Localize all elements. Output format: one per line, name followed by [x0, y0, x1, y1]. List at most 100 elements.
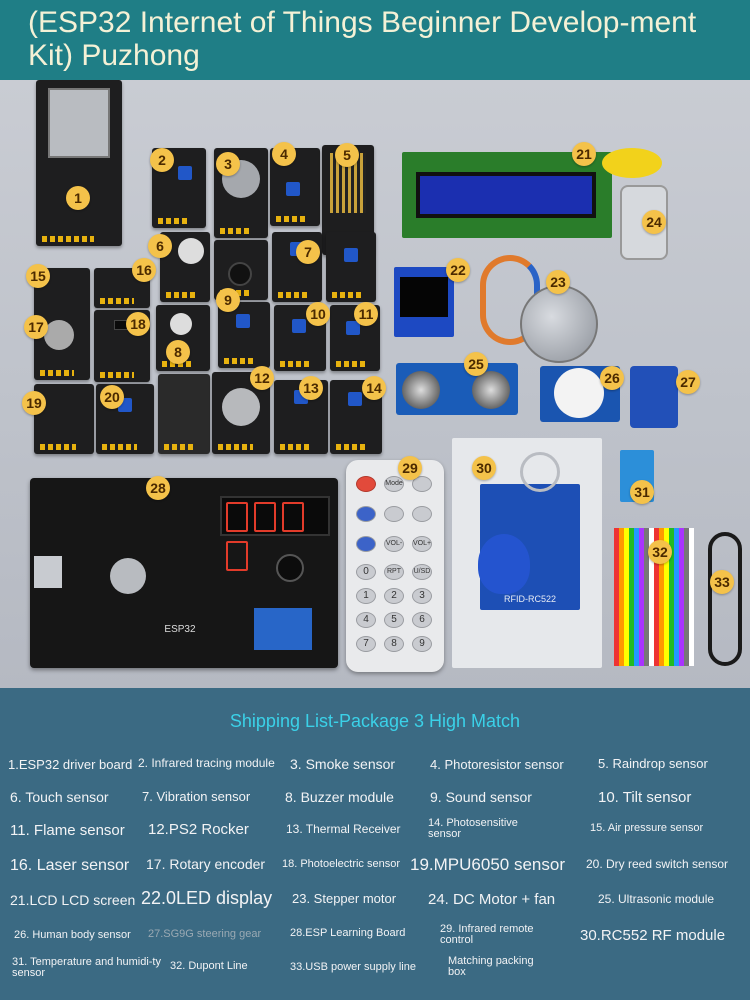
remote-button: VOL-	[384, 536, 404, 552]
list-item: 14. Photosensitive sensor	[428, 817, 518, 840]
module-number-badge: 5	[335, 143, 359, 167]
list-item: 13. Thermal Receiver	[286, 822, 401, 836]
sd-slot	[34, 556, 62, 588]
list-item: 21.LCD LCD screen	[10, 892, 136, 908]
module-number-badge: 25	[464, 352, 488, 376]
module-number-badge: 26	[600, 366, 624, 390]
module-number-badge: 10	[306, 302, 330, 326]
remote-button: 7	[356, 636, 376, 652]
list-item: 4. Photoresistor sensor	[430, 757, 564, 772]
list-item: 24. DC Motor + fan	[428, 891, 556, 908]
module-number-badge: 28	[146, 476, 170, 500]
list-item: 22.0LED display	[141, 888, 273, 908]
shipping-list-title: Shipping List-Package 3 High Match	[229, 711, 521, 731]
oled-screen	[400, 277, 448, 317]
fan-blade	[602, 148, 662, 178]
module-number-badge: 15	[26, 264, 50, 288]
esp32-board	[36, 80, 122, 246]
list-item: 31. Temperature and humidi-ty sensor	[12, 956, 161, 979]
power-icon	[356, 476, 376, 492]
module-number-badge: 29	[398, 456, 422, 480]
remote-button: 3	[412, 588, 432, 604]
list-item: 11. Flame sensor	[10, 822, 125, 839]
eq-icon	[356, 536, 376, 552]
remote-button: 6	[412, 612, 432, 628]
list-item: 10. Tilt sensor	[598, 789, 692, 806]
list-item: 1.ESP32 driver board	[8, 757, 133, 772]
buzzer-icon	[276, 554, 304, 582]
module-number-badge: 9	[216, 288, 240, 312]
module-number-badge: 8	[166, 340, 190, 364]
lcd-module	[402, 152, 612, 238]
list-item: 19.MPU6050 sensor	[410, 855, 565, 874]
list-item: 8. Buzzer module	[285, 789, 394, 805]
coin-battery	[110, 558, 146, 594]
sensor-board	[218, 302, 270, 368]
module-number-badge: 7	[296, 240, 320, 264]
play-icon	[356, 506, 376, 522]
module-number-badge: 6	[148, 234, 172, 258]
list-item: 25. Ultrasonic module	[598, 892, 715, 906]
seven-segment-display	[220, 496, 330, 571]
list-item: 27.SG9G steering gear	[148, 928, 262, 940]
module-number-badge: 31	[630, 480, 654, 504]
module-number-badge: 27	[676, 370, 700, 394]
next-icon	[412, 506, 432, 522]
list-item: 23. Stepper motor	[292, 891, 397, 906]
list-item: 20. Dry reed switch sensor	[586, 857, 729, 871]
module-number-badge: 12	[250, 366, 274, 390]
module-number-badge: 21	[572, 142, 596, 166]
list-item: 2. Infrared tracing module	[138, 756, 275, 770]
module-number-badge: 11	[354, 302, 378, 326]
module-number-badge: 30	[472, 456, 496, 480]
relay-module	[254, 608, 312, 650]
module-number-badge: 24	[642, 210, 666, 234]
module-number-badge: 32	[648, 540, 672, 564]
list-item: Matching packing box	[448, 955, 534, 978]
list-item: 26. Human body sensor	[14, 929, 131, 941]
rfid-tag-icon	[478, 534, 530, 594]
board-label: ESP32	[164, 624, 196, 635]
servo-motor	[630, 366, 678, 428]
header-banner: (ESP32 Internet of Things Beginner Devel…	[0, 0, 750, 80]
remote-button: 8	[384, 636, 404, 652]
module-number-badge: 14	[362, 376, 386, 400]
ir-remote: Mode VOL- VOL+ 0 RPT U/SD 1 2 3 4 5 6 7 …	[346, 460, 444, 672]
module-number-badge: 17	[24, 315, 48, 339]
list-item: 9. Sound sensor	[430, 789, 532, 805]
list-item: 3. Smoke sensor	[290, 756, 396, 772]
list-item: 7. Vibration sensor	[142, 789, 251, 804]
lcd-screen	[416, 172, 596, 218]
remote-button: U/SD	[412, 564, 432, 580]
remote-button: 1	[356, 588, 376, 604]
module-number-badge: 13	[299, 376, 323, 400]
remote-button: Mode	[384, 476, 404, 492]
stepper-motor	[520, 285, 598, 363]
module-number-badge: 19	[22, 391, 46, 415]
list-item: 28.ESP Learning Board	[290, 927, 406, 939]
mute-icon	[412, 476, 432, 492]
module-number-badge: 2	[150, 148, 174, 172]
remote-button: RPT	[384, 564, 404, 580]
usb-cable	[708, 532, 742, 666]
sensor-board	[158, 374, 210, 454]
esp32-shield	[48, 88, 110, 158]
module-number-badge: 1	[66, 186, 90, 210]
module-number-badge: 33	[710, 570, 734, 594]
module-number-badge: 22	[446, 258, 470, 282]
ultrasonic-module	[396, 363, 518, 415]
module-number-badge: 23	[546, 270, 570, 294]
module-number-badge: 20	[100, 385, 124, 409]
remote-button: 5	[384, 612, 404, 628]
list-item: 29. Infrared remote control	[440, 923, 534, 946]
list-item: 30.RC552 RF module	[580, 927, 726, 944]
rfid-label: RFID-RC522	[503, 594, 556, 604]
list-item: 33.USB power supply line	[290, 961, 416, 973]
sensor-board	[326, 232, 376, 302]
learning-board: ESP32	[30, 478, 338, 668]
remote-button: 0	[356, 564, 376, 580]
list-item: 32. Dupont Line	[170, 960, 248, 972]
page-title: (ESP32 Internet of Things Beginner Devel…	[28, 6, 697, 72]
product-photo: ESP32 Mode VOL- VOL+ 0 RPT U/SD 1 2 3 4 …	[0, 80, 750, 688]
list-item: 17. Rotary encoder	[146, 856, 266, 872]
